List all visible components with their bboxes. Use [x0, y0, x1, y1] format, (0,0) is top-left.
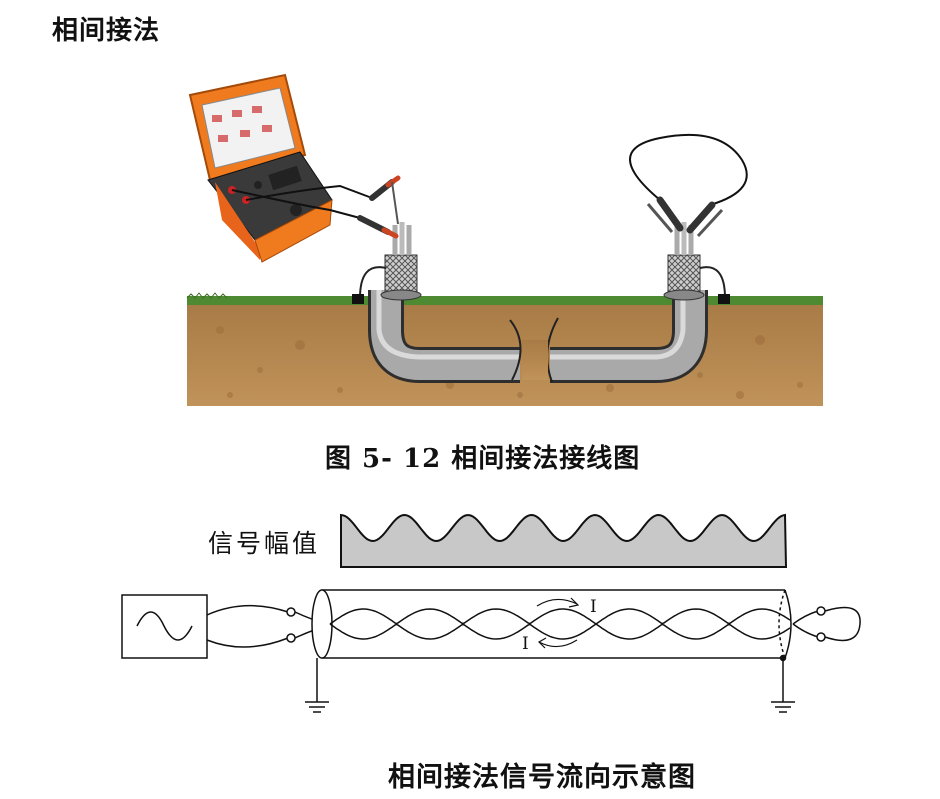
shorting-loop — [629, 133, 748, 238]
source-leads — [206, 605, 289, 648]
alligator-clip-icon — [646, 196, 684, 233]
sine-source-icon — [121, 594, 208, 659]
ground-symbol-icon — [771, 654, 795, 713]
amplitude-label: 信号幅值 — [208, 529, 321, 558]
right-terminals — [792, 606, 861, 642]
current-label-top: I — [590, 597, 597, 617]
right-cable-terminal — [663, 222, 730, 304]
ground-clamp-right — [718, 294, 730, 304]
twisted-conductors — [329, 608, 791, 640]
current-label-bottom: I — [522, 634, 529, 654]
left-cable-terminal — [352, 222, 422, 304]
cable-cylinder — [311, 589, 792, 659]
ground-symbol-icon — [305, 658, 329, 713]
amplitude-waveform — [340, 513, 788, 568]
figure2-caption: 相间接法信号流向示意图 — [388, 762, 696, 793]
grass-strip — [186, 292, 823, 305]
alligator-clip-icon — [357, 175, 401, 239]
figure1-caption: 图 5- 12 相间接法接线图 — [325, 444, 641, 474]
buried-cable — [368, 290, 708, 383]
short-loop — [824, 606, 861, 642]
alligator-clip-icon — [686, 201, 724, 238]
tester-device-icon — [188, 73, 373, 263]
section-heading: 相间接法 — [52, 16, 161, 46]
ground-clamp-left — [352, 294, 364, 304]
current-arrow-top — [536, 597, 580, 608]
current-arrow-bottom — [538, 637, 578, 649]
